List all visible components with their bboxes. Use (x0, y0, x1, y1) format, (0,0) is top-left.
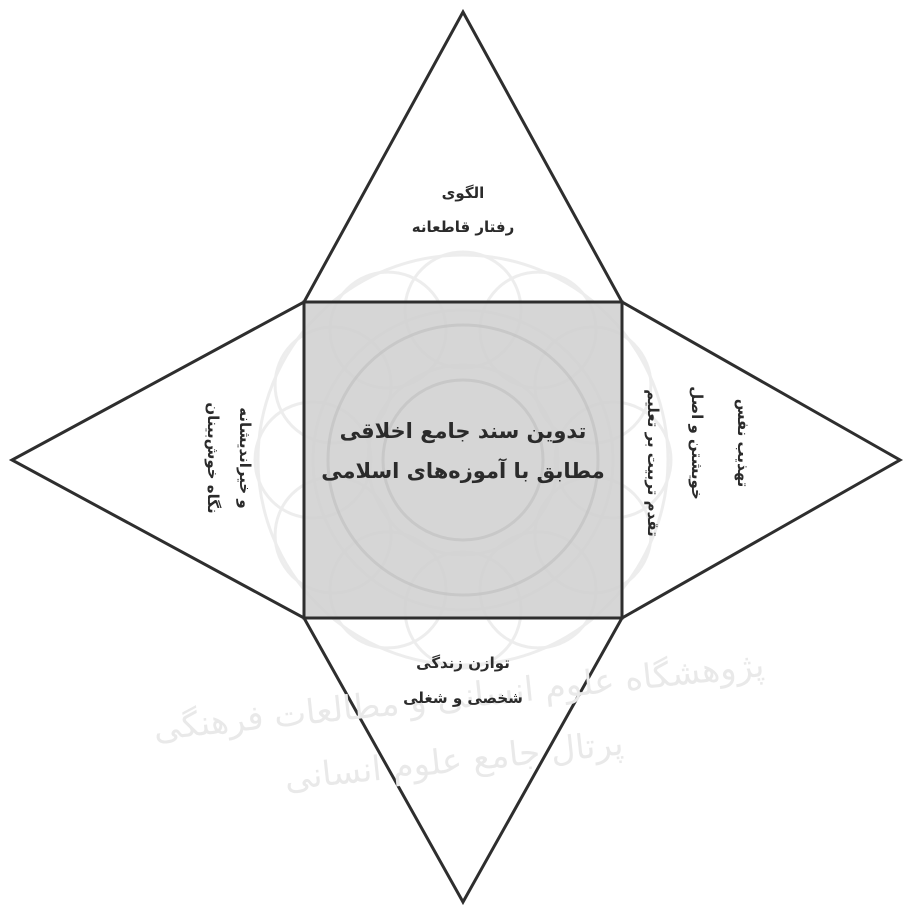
top-label-line-1: الگوی (442, 184, 485, 202)
bottom-label-line-2: شخصی و شغلی (403, 689, 523, 707)
bottom-label-line-1: توازن زندگی (416, 654, 510, 672)
center-label-line-2: مطابق با آموزه‌های اسلامی (321, 458, 604, 483)
top-triangle (304, 12, 622, 302)
left-triangle (12, 302, 304, 618)
right-label-line-2: خویشتن و اصل (688, 386, 706, 500)
watermark-line-2: پرتال جامع علوم انسانی (282, 723, 625, 798)
left-label-line-1: نگاه خوش‌بینان (204, 402, 222, 513)
left-label-line-2: و خیراندیشانه (236, 407, 254, 509)
right-triangle (622, 302, 900, 618)
center-label-line-1: تدوین سند جامع اخلاقی (340, 419, 587, 443)
right-label-line-1: تهذیب نفس (734, 399, 752, 488)
top-label-line-2: رفتار قاطعانه (412, 218, 514, 236)
right-label-line-3: تقدم تربیت بر تعلیم (644, 389, 662, 536)
